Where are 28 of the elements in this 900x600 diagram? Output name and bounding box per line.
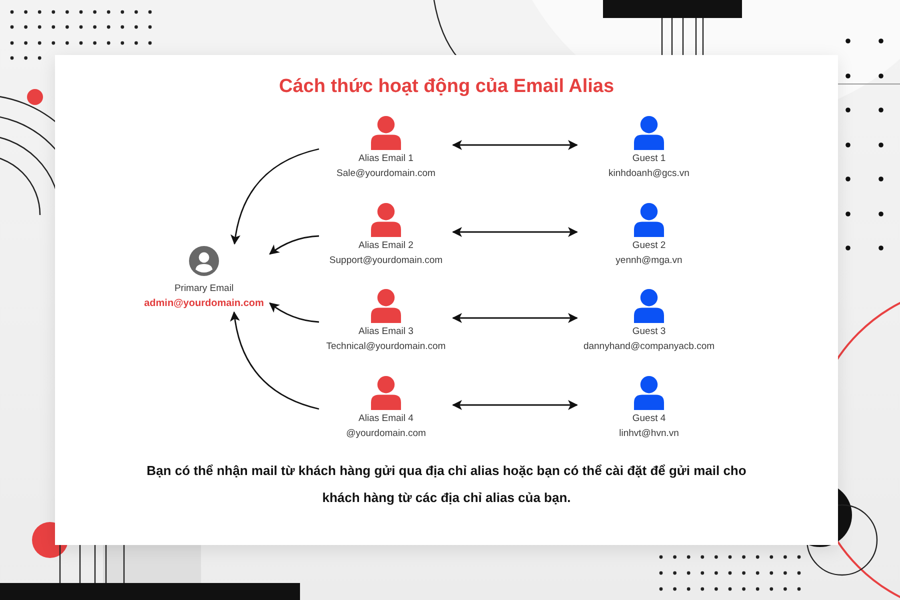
curved-arrow <box>230 311 320 410</box>
account-label: Primary Email <box>174 283 234 295</box>
email-address: Sale@yourdomain.com <box>336 168 436 180</box>
account-label: Alias Email 4 <box>358 413 414 425</box>
email-address: Technical@yourdomain.com <box>326 341 446 353</box>
double-arrow <box>452 313 578 323</box>
account-label: Guest 4 <box>632 413 666 425</box>
email-address: dannyhand@companyacb.com <box>583 341 715 353</box>
account-label: Alias Email 3 <box>358 326 414 338</box>
email-address: @yourdomain.com <box>346 428 426 440</box>
email-address: linhvt@hvn.vn <box>619 428 679 440</box>
email-address: Support@yourdomain.com <box>329 255 443 267</box>
curved-arrow <box>230 148 320 245</box>
email-address: kinhdoanh@gcs.vn <box>608 168 690 180</box>
curved-arrow <box>269 235 320 255</box>
email-address: admin@yourdomain.com <box>144 298 264 310</box>
account-label: Alias Email 2 <box>358 240 414 252</box>
diagram-title: Cách thức hoạt động của Email Alias <box>278 75 614 99</box>
caption-text: Bạn có thể nhận mail từ khách hàng gửi qua địa chỉ alias hoặc bạn có thể cài đặt để gửi mail cho khách hàng từ các địa chỉ alias của bạn. <box>146 462 748 507</box>
curved-arrow <box>269 302 320 323</box>
double-arrow <box>452 227 578 237</box>
email-address: yennh@mga.vn <box>616 255 682 267</box>
account-label: Alias Email 1 <box>358 153 414 165</box>
double-arrow <box>452 400 578 410</box>
account-label: Guest 1 <box>632 153 666 165</box>
account-label: Guest 3 <box>632 326 666 338</box>
account-label: Guest 2 <box>632 240 666 252</box>
double-arrow <box>452 140 578 150</box>
